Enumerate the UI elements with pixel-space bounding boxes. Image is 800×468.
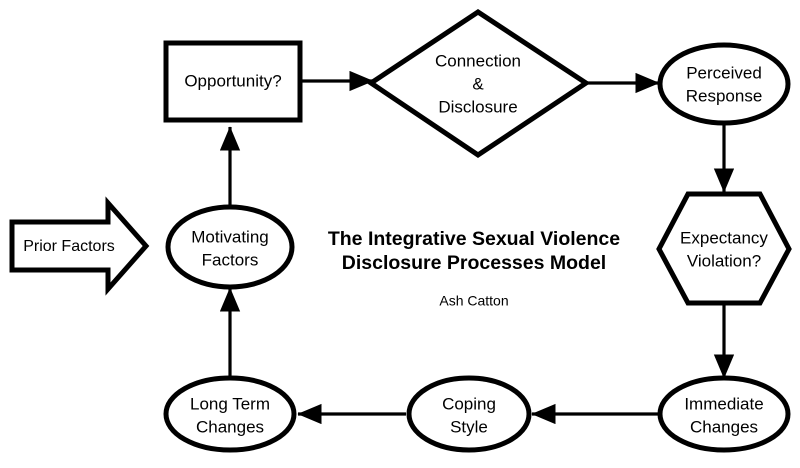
node-perceived-response[interactable]: Perceived Response <box>657 42 791 126</box>
node-connection-disclosure[interactable]: Connection & Disclosure <box>366 9 591 159</box>
diagram-author: Ash Catton <box>439 293 508 309</box>
motivating-factors-label-line-2: Factors <box>202 250 259 269</box>
node-opportunity[interactable]: Opportunity? <box>163 40 303 123</box>
rectangle-shape <box>163 40 303 123</box>
immediate-changes-label-line-2: Changes <box>690 417 758 436</box>
connection-disclosure-label-line-1: Connection <box>435 51 521 70</box>
ellipse-shape <box>165 204 295 290</box>
connection-disclosure-label-line-2: & <box>472 74 484 93</box>
coping-style-label-line-2: Style <box>450 417 488 436</box>
ellipse-shape <box>657 375 791 453</box>
coping-style-label-line-1: Coping <box>442 394 496 413</box>
ellipse-shape <box>163 375 297 453</box>
opportunity-label: Opportunity? <box>184 71 281 90</box>
perceived-response-label-line-1: Perceived <box>686 63 762 82</box>
expectancy-violation-label-line-2: Violation? <box>687 251 761 270</box>
node-immediate-changes[interactable]: Immediate Changes <box>657 375 791 453</box>
motivating-factors-label-line-1: Motivating <box>191 227 268 246</box>
node-prior-factors[interactable]: Prior Factors <box>9 196 150 296</box>
expectancy-violation-label-line-1: Expectancy <box>680 228 768 247</box>
diamond-shape <box>366 9 591 159</box>
immediate-changes-label-line-1: Immediate <box>684 394 763 413</box>
perceived-response-label-line-2: Response <box>686 86 763 105</box>
node-coping-style[interactable]: Coping Style <box>406 375 532 453</box>
hexagon-shape <box>656 191 792 306</box>
block-arrow-shape <box>9 196 150 296</box>
diagram-title-block: The Integrative Sexual Violence Disclosu… <box>328 228 620 309</box>
diagram-title-line-1: The Integrative Sexual Violence <box>328 228 620 250</box>
prior-factors-label: Prior Factors <box>23 238 115 255</box>
connection-disclosure-label-line-3: Disclosure <box>438 97 517 116</box>
node-expectancy-violation[interactable]: Expectancy Violation? <box>656 191 792 306</box>
ellipse-shape <box>406 375 532 453</box>
long-term-changes-label-line-2: Changes <box>196 417 264 436</box>
ellipse-shape <box>657 42 791 126</box>
long-term-changes-label-line-1: Long Term <box>190 394 270 413</box>
node-long-term-changes[interactable]: Long Term Changes <box>163 375 297 453</box>
diagram-title-line-2: Disclosure Processes Model <box>342 252 606 274</box>
node-motivating-factors[interactable]: Motivating Factors <box>165 204 295 290</box>
